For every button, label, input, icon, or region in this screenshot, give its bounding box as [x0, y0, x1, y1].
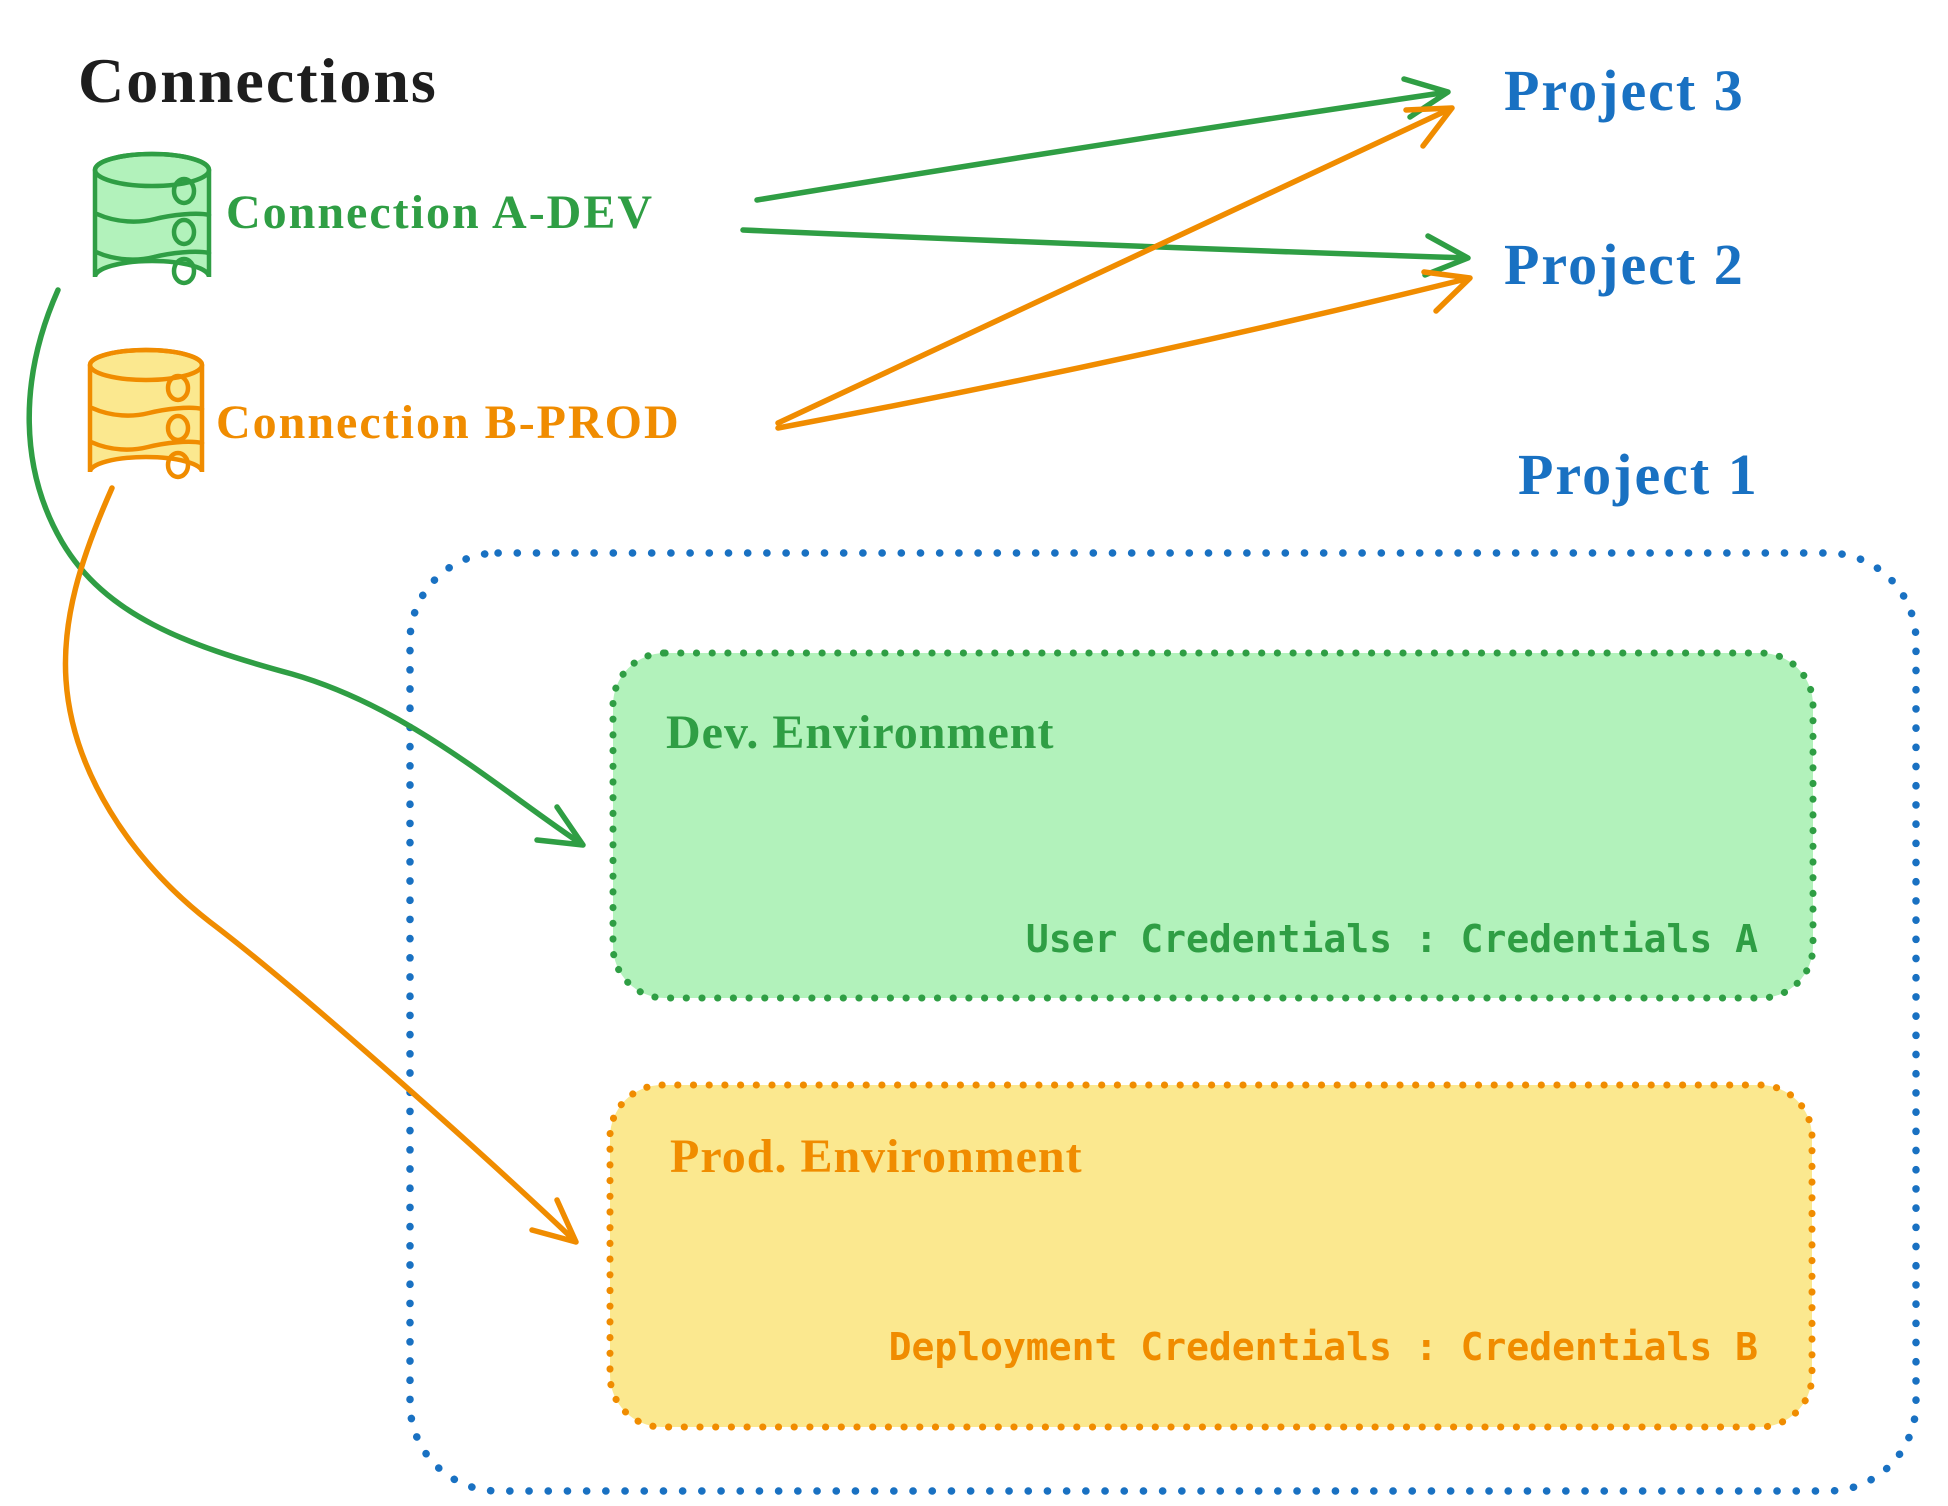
database-icon [92, 151, 212, 286]
arrow-b-prod-to-prod-environment [62, 485, 579, 1245]
connection-a-dev: Connection A-DEV [92, 151, 654, 286]
project-2-label: Project 2 [1504, 232, 1745, 297]
connection-a-dev-label: Connection A-DEV [226, 186, 654, 239]
project-1-container: Dev. Environment User Credentials : Cred… [406, 549, 1920, 1495]
connection-b-prod: Connection B-PROD [87, 347, 681, 480]
database-icon [87, 347, 205, 480]
dev-environment-credentials: User Credentials : Credentials A [1026, 917, 1758, 961]
mapping-arrows [740, 76, 1473, 431]
prod-environment-rect [606, 1081, 1816, 1431]
arrow-a-dev-to-project-2 [740, 227, 1471, 278]
dev-environment-rect [609, 649, 1817, 1002]
prod-environment-box: Prod. Environment Deployment Credentials… [606, 1081, 1816, 1431]
prod-environment-credentials: Deployment Credentials : Credentials B [889, 1325, 1758, 1369]
prod-environment-title: Prod. Environment [670, 1130, 1083, 1183]
dev-environment-box: Dev. Environment User Credentials : Cred… [609, 649, 1817, 1002]
connection-b-prod-label: Connection B-PROD [216, 396, 681, 449]
project-3-label: Project 3 [1504, 58, 1745, 123]
dev-environment-title: Dev. Environment [666, 706, 1054, 759]
arrow-b-prod-to-project-2 [775, 269, 1473, 431]
project-1-box [406, 549, 1920, 1495]
arrow-a-dev-to-project-3 [754, 76, 1451, 203]
credential-arrows [26, 287, 586, 1245]
project-1-label: Project 1 [1518, 442, 1759, 507]
page-title: Connections [78, 45, 438, 116]
arrow-a-dev-to-dev-environment [26, 287, 586, 848]
arrow-b-prod-to-project-3 [775, 105, 1455, 426]
